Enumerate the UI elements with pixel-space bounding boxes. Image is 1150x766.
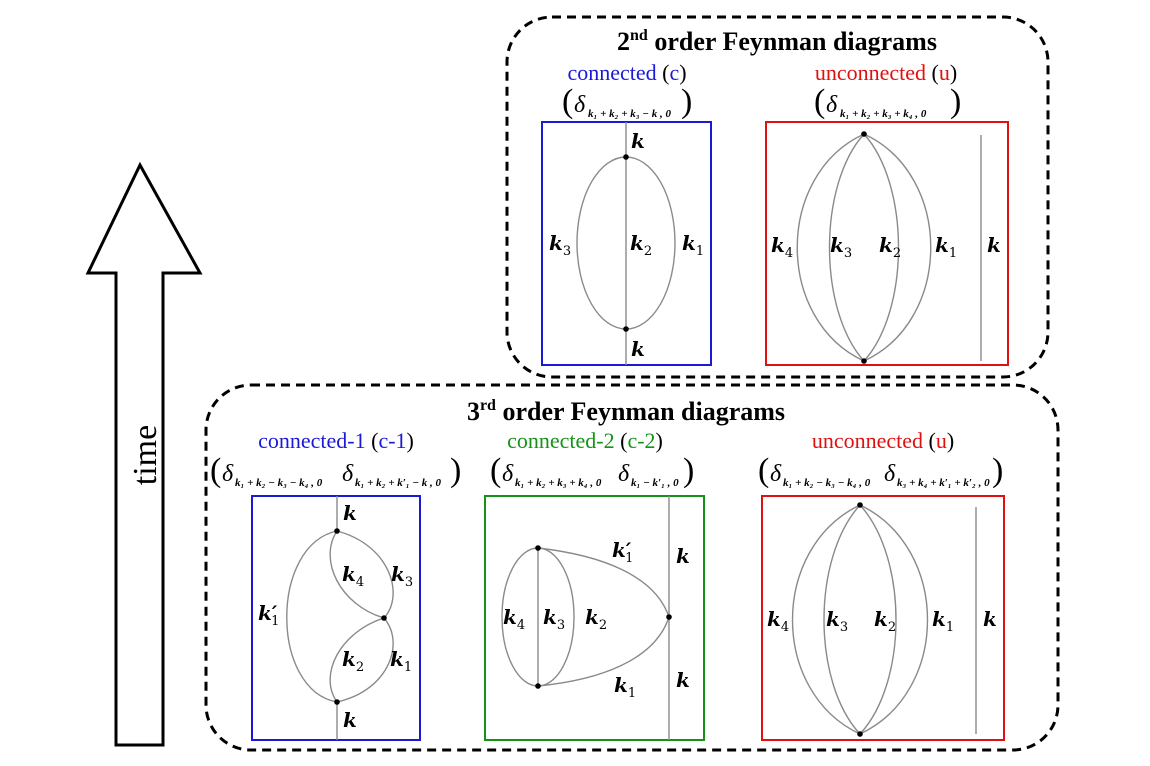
third-c1-delta-sub-a: k₁ + k₂ − k₃ − k₄ , 0 — [235, 477, 323, 489]
third-c2-delta-sub-b: k₁ − k′₁ , 0 — [631, 477, 679, 489]
third-u-k3-label: k3 — [826, 607, 848, 635]
second-c-bottom-label: k — [631, 337, 645, 361]
third-u-k-label: k — [983, 607, 997, 631]
third-c1-abbr: c-1 — [378, 428, 406, 453]
second-u-k2-label: k2 — [879, 233, 901, 261]
second-unconnected-box — [765, 121, 1009, 366]
second-connected-header: connected (c) — [567, 60, 686, 85]
second-c-k3-label: k3 — [549, 231, 571, 259]
third-u-delta-b: δ — [884, 461, 896, 487]
third-c1-top-label: k — [343, 501, 357, 525]
third-u-k4-label: k4 — [767, 607, 789, 635]
second-u-k4-label: k4 — [771, 233, 793, 261]
third-c2-header: connected-2 (c-2) — [507, 428, 663, 453]
svg-text:): ) — [450, 452, 461, 489]
second-connected-delta: δ — [574, 92, 586, 118]
svg-text:): ) — [683, 452, 694, 489]
third-c1-k1-label: k1 — [390, 647, 412, 675]
third-order-group: 3rd order Feynman diagrams connected-1 (… — [204, 383, 1060, 752]
third-c2-delta-a: δ — [502, 461, 514, 487]
third-c1-delta-a: δ — [222, 461, 234, 487]
svg-text:(: ( — [210, 452, 221, 489]
time-arrow: time — [85, 161, 203, 747]
svg-text:): ) — [950, 83, 961, 120]
third-u-delta-sub-b: k₃ + k₄ + k′₁ + k′₂ , 0 — [897, 477, 990, 489]
third-c2-k1-label: k1 — [614, 673, 636, 701]
second-c-top-label: k — [631, 129, 645, 153]
second-connected-name: connected — [567, 60, 656, 85]
third-c2-kp1-label: k′1 — [612, 538, 633, 566]
second-u-k3-label: k3 — [830, 233, 852, 261]
second-unconnected-name: unconnected — [815, 60, 926, 85]
third-u-abbr: u — [936, 428, 947, 453]
third-c2-name: connected-2 — [507, 428, 615, 453]
third-c1-bottom-label: k — [343, 708, 357, 732]
third-u-k1-label: k1 — [932, 607, 954, 635]
third-u-k2-label: k2 — [874, 607, 896, 635]
second-order-frame — [505, 15, 1050, 379]
second-connected-abbr: c — [669, 60, 679, 85]
time-label: time — [127, 425, 164, 485]
svg-text:(: ( — [490, 452, 501, 489]
second-unconnected-delta: δ — [826, 92, 838, 118]
second-order-title: 2nd order Feynman diagrams — [617, 27, 937, 56]
third-u-header: unconnected (u) — [812, 428, 954, 453]
third-c1-header: connected-1 (c-1) — [258, 428, 414, 453]
third-c2-k2-label: k2 — [585, 605, 607, 633]
third-u-delta-sub-a: k₁ + k₂ − k₃ − k₄ , 0 — [783, 477, 871, 489]
third-u-name: unconnected — [812, 428, 923, 453]
third-c1-k4-label: k4 — [342, 562, 364, 590]
third-c1-k3-label: k3 — [391, 562, 413, 590]
third-c2-delta-sub-a: k₁ + k₂ + k₃ + k₄ , 0 — [515, 477, 602, 489]
third-c2-kbot-label: k — [676, 668, 690, 692]
second-order-group: 2nd order Feynman diagrams connected (c)… — [505, 15, 1050, 379]
second-unconnected-delta-sub: k₁ + k₂ + k₃ + k₄ , 0 — [840, 108, 927, 120]
second-c-k1-label: k1 — [682, 231, 704, 259]
third-c1-name: connected-1 — [258, 428, 366, 453]
third-c2-k4-label: k4 — [503, 605, 525, 633]
third-order-frame — [204, 383, 1060, 752]
third-c2-abbr: c-2 — [627, 428, 655, 453]
second-unconnected-header: unconnected (u) — [815, 60, 957, 85]
third-c1-delta-b: δ — [342, 461, 354, 487]
second-unconnected-abbr: u — [939, 60, 950, 85]
third-order-title: 3rd order Feynman diagrams — [467, 397, 785, 426]
svg-text:): ) — [681, 83, 692, 120]
svg-text:(: ( — [562, 83, 573, 120]
third-c2-ktop-label: k — [676, 544, 690, 568]
second-c-k2-label: k2 — [630, 231, 652, 259]
third-u-delta-a: δ — [770, 461, 782, 487]
svg-text:(: ( — [814, 83, 825, 120]
svg-text:): ) — [992, 452, 1003, 489]
third-c2-box — [484, 495, 705, 741]
third-c2-delta-b: δ — [618, 461, 630, 487]
third-c1-k2-label: k2 — [342, 647, 364, 675]
second-u-k-label: k — [987, 233, 1001, 257]
third-c1-kp1-label: k′1 — [258, 601, 279, 629]
third-c2-k3-label: k3 — [543, 605, 565, 633]
second-u-k1-label: k1 — [935, 233, 957, 261]
second-connected-delta-sub: k₁ + k₂ + k₃ − k , 0 — [588, 108, 671, 120]
third-u-box — [761, 495, 1005, 741]
third-c1-delta-sub-b: k₁ + k₂ + k′₁ − k , 0 — [355, 477, 442, 489]
third-c1-box — [251, 495, 421, 741]
svg-text:(: ( — [758, 452, 769, 489]
